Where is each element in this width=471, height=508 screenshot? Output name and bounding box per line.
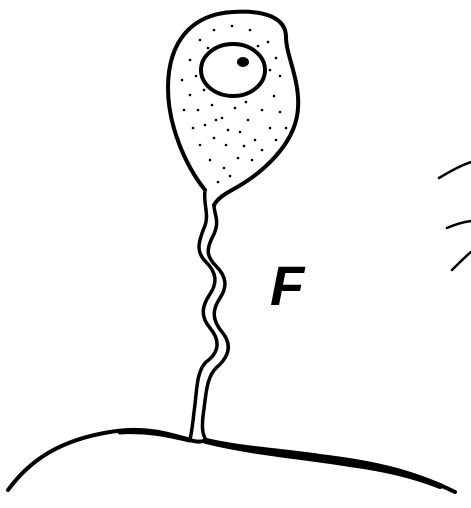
edge-structure-line-3 <box>452 252 471 270</box>
edge-structure-line-2 <box>447 221 471 228</box>
panel-label: F <box>270 258 304 314</box>
base-surface-thick <box>206 441 440 486</box>
edge-structure-line-1 <box>439 162 471 178</box>
base-surface-left-thick <box>120 432 190 440</box>
nucleus <box>201 44 265 96</box>
cell-body-outline <box>168 12 298 205</box>
nucleolus <box>237 57 249 67</box>
base-surface-line <box>8 430 455 492</box>
